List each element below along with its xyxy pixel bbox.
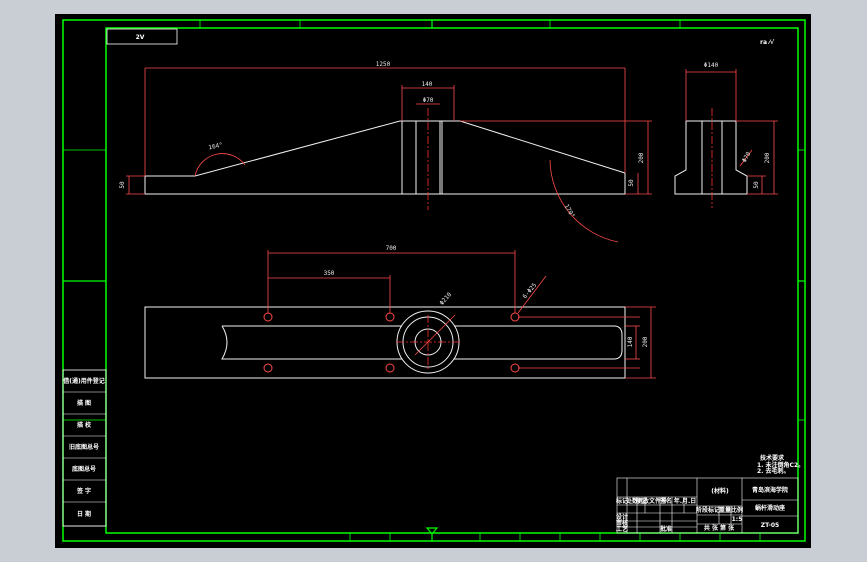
left-table-cell: 旧底图总号 xyxy=(69,443,99,451)
header-cell: 年.月.日 xyxy=(674,497,697,505)
dim-side-height: 200 xyxy=(764,152,771,163)
tech-req-line: 1. 未注倒角C2。 xyxy=(757,461,804,469)
side-view: Φ140 200 50 Φ70 xyxy=(674,62,778,208)
tech-req-title: 技术要求 xyxy=(760,454,785,462)
roughness-symbol: ra ⁄√ xyxy=(760,39,775,46)
dim-slot-width: 140 xyxy=(627,336,634,347)
left-table: 借(通)用件登记 描 图 描 校 旧底图总号 底图总号 签 字 日 期 xyxy=(62,369,107,527)
dim-span-inner: 350 xyxy=(324,270,335,277)
dim-span-outer: 700 xyxy=(386,245,397,252)
dim-base-left: 50 xyxy=(119,181,126,189)
mark-box xyxy=(106,28,178,45)
material-text: (材料) xyxy=(711,487,729,495)
angle-right-arc xyxy=(549,159,619,243)
dim-height: 200 xyxy=(638,152,645,163)
dim-side-base: 50 xyxy=(753,181,760,189)
dim-overall-width: 200 xyxy=(642,336,649,347)
plan-outline xyxy=(144,306,626,379)
tech-requirements: 技术要求 1. 未注倒角C2。 2. 去毛刺。 xyxy=(757,454,804,475)
title-block xyxy=(616,477,799,534)
front-view: 1250 140 Φ70 200 50 50 164° 170° xyxy=(119,61,652,243)
dim-side-top: Φ140 xyxy=(704,62,719,69)
header-cell: 签名 xyxy=(659,497,672,505)
row-label: 设计 xyxy=(616,513,628,521)
dim-side-bore: Φ70 xyxy=(741,150,753,163)
plan-slot xyxy=(221,325,623,360)
dim-bore: Φ70 xyxy=(423,97,434,104)
school-name: 青岛滨海学院 xyxy=(752,486,788,494)
weight-label: 重量 xyxy=(719,506,731,514)
scale-value: 1:5 xyxy=(732,516,743,523)
left-table-cell: 日 期 xyxy=(77,510,91,518)
header-cell: 更改文件号 xyxy=(637,497,667,505)
angle-left-arc xyxy=(194,153,246,177)
scale-label: 比例 xyxy=(731,506,743,514)
dim-top-width: 140 xyxy=(422,81,433,88)
dim-base-right: 50 xyxy=(628,179,635,187)
zone-ticks xyxy=(63,20,805,541)
row-label: 工艺 xyxy=(616,525,628,533)
title-block-text: (材料) 青岛滨海学院 蜗杆滑动座 ZT-05 标记 处数 分区 更改文件号 签… xyxy=(615,486,788,533)
stage-label: 阶段标记 xyxy=(696,506,720,514)
part-name: 蜗杆滑动座 xyxy=(755,504,785,512)
header-cell: 处数 xyxy=(625,497,639,505)
centering-marks xyxy=(63,20,805,541)
header-cell: 分区 xyxy=(635,497,647,505)
hole xyxy=(263,363,273,373)
tech-req-line: 2. 去毛刺。 xyxy=(757,467,790,475)
left-table-cell: 描 图 xyxy=(77,399,91,407)
sheet-background xyxy=(55,14,811,548)
dim-angle-left: 164° xyxy=(208,142,224,152)
row-label: 审核 xyxy=(616,519,628,527)
left-table-cell: 底图总号 xyxy=(72,465,96,473)
left-table-cell: 借(通)用件登记 xyxy=(62,377,105,385)
drawing-number: ZT-05 xyxy=(761,522,779,529)
approve-label: 批准 xyxy=(660,525,672,533)
mark-text: 2V xyxy=(136,34,145,41)
sheet-text: 共 张 第 张 xyxy=(704,524,735,532)
dim-overall-length: 1250 xyxy=(376,61,391,68)
left-table-cell: 签 字 xyxy=(76,487,91,495)
hole xyxy=(385,363,395,373)
header-cell: 标记 xyxy=(615,497,628,505)
left-table-cell: 描 校 xyxy=(77,421,92,429)
